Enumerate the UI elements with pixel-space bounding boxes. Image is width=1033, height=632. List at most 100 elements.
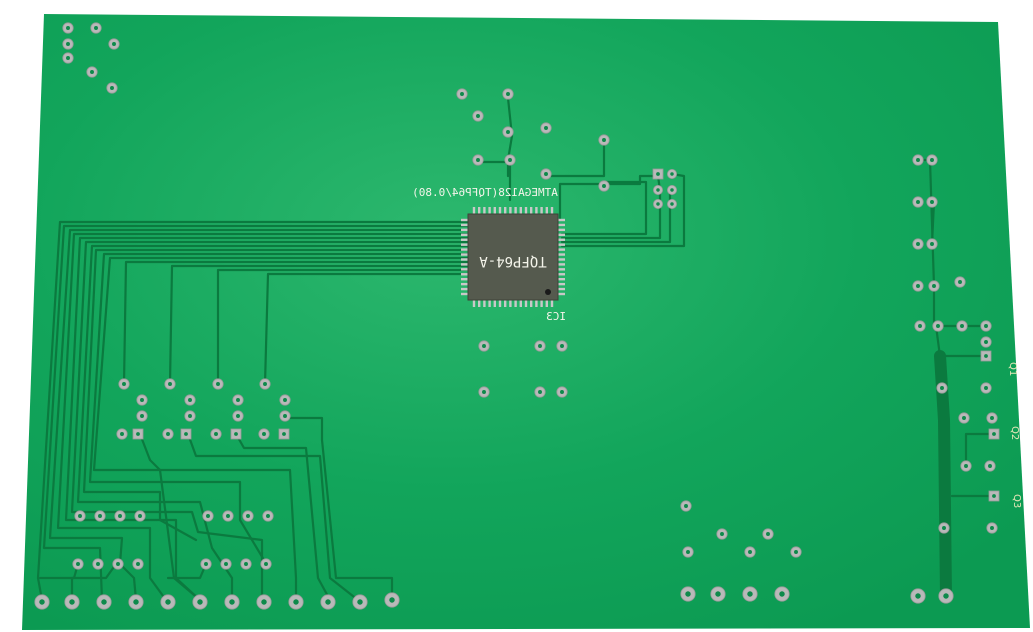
round-pad xyxy=(384,592,400,608)
square-pad xyxy=(230,428,242,440)
round-pad xyxy=(224,594,240,610)
chip-pin xyxy=(509,300,512,307)
round-pad xyxy=(926,154,938,166)
round-pad xyxy=(960,460,972,472)
chip-pin xyxy=(488,207,491,214)
chip-pins xyxy=(461,207,565,307)
chip-pin xyxy=(461,238,468,241)
round-pad xyxy=(598,134,610,146)
round-pad xyxy=(710,586,726,602)
chip-pin xyxy=(558,233,565,236)
round-pad xyxy=(94,510,106,522)
power-trace xyxy=(934,350,952,602)
round-pad xyxy=(540,168,552,180)
round-pad xyxy=(232,394,244,406)
chip-pin xyxy=(461,263,468,266)
round-pad xyxy=(980,382,992,394)
round-pad xyxy=(160,594,176,610)
chip-body xyxy=(467,213,559,301)
round-pad xyxy=(136,394,148,406)
round-pad xyxy=(184,394,196,406)
round-pad xyxy=(116,428,128,440)
chip-pin xyxy=(550,300,554,307)
chip-pin xyxy=(524,207,528,214)
chip-pin xyxy=(558,292,565,296)
chip-pin xyxy=(558,263,565,266)
chip-pin xyxy=(461,223,468,227)
round-pad xyxy=(162,428,174,440)
chip-pin xyxy=(540,207,543,214)
round-pad xyxy=(926,238,938,250)
round-pad xyxy=(928,280,940,292)
round-pad xyxy=(912,238,924,250)
round-pad xyxy=(456,88,468,100)
round-pad xyxy=(472,154,484,166)
round-pad xyxy=(279,394,291,406)
chip-pin xyxy=(558,287,565,291)
chip-pin xyxy=(493,207,496,214)
chip-pin xyxy=(558,273,565,276)
round-pad xyxy=(164,378,176,390)
chip-pin xyxy=(461,253,468,256)
round-pad xyxy=(118,378,130,390)
square-pad xyxy=(652,168,664,180)
round-pad xyxy=(762,528,774,540)
chip-pin xyxy=(461,248,468,251)
pin1-dot xyxy=(545,289,551,295)
chip-pin xyxy=(504,300,507,307)
round-pad xyxy=(598,180,610,192)
round-pad xyxy=(62,38,74,50)
ic3-chip[interactable]: TQFP64-A xyxy=(461,207,565,307)
chip-package-text: TQFP64-A xyxy=(479,253,547,269)
round-pad xyxy=(106,82,118,94)
chip-pin xyxy=(545,207,548,214)
round-pad xyxy=(790,546,802,558)
chip-pin xyxy=(558,258,565,261)
round-pad xyxy=(956,320,968,332)
chip-pin xyxy=(472,207,476,214)
chip-pin xyxy=(545,300,548,307)
round-pad xyxy=(192,594,208,610)
square-pad xyxy=(988,490,1000,502)
chip-pin xyxy=(558,248,565,251)
chip-pin xyxy=(519,300,522,307)
round-pad xyxy=(74,510,86,522)
round-pad xyxy=(90,22,102,34)
round-pad xyxy=(774,586,790,602)
round-pad xyxy=(938,588,954,604)
chip-pin xyxy=(461,273,468,276)
round-pad xyxy=(222,510,234,522)
round-pad xyxy=(926,196,938,208)
chip-pin xyxy=(483,207,486,214)
round-pad xyxy=(108,38,120,50)
round-pad xyxy=(980,336,992,348)
round-pad xyxy=(260,558,272,570)
chip-pin xyxy=(461,287,468,291)
ic-part-label: ATMEGA128(TQFP64/0.80) xyxy=(412,186,558,199)
round-pad xyxy=(667,184,678,195)
chip-pin xyxy=(478,207,481,214)
round-pad xyxy=(200,558,212,570)
round-pad xyxy=(212,378,224,390)
chip-pin xyxy=(558,228,565,232)
round-pad xyxy=(914,320,926,332)
round-pad xyxy=(682,546,694,558)
round-pad xyxy=(534,340,546,352)
round-pad xyxy=(653,198,664,209)
chip-pin xyxy=(558,243,565,246)
round-pad xyxy=(134,510,146,522)
round-pad xyxy=(86,66,98,78)
round-pad xyxy=(34,594,50,610)
round-pad xyxy=(240,558,252,570)
edge-label-q3: Q3 xyxy=(1011,494,1022,508)
round-pad xyxy=(202,510,214,522)
round-pad xyxy=(912,280,924,292)
chip-pin xyxy=(478,300,481,307)
round-pad xyxy=(986,412,998,424)
round-pad xyxy=(912,196,924,208)
chip-pin xyxy=(498,300,502,307)
round-pad xyxy=(232,410,244,422)
round-pad xyxy=(502,88,514,100)
round-pad xyxy=(62,52,74,64)
